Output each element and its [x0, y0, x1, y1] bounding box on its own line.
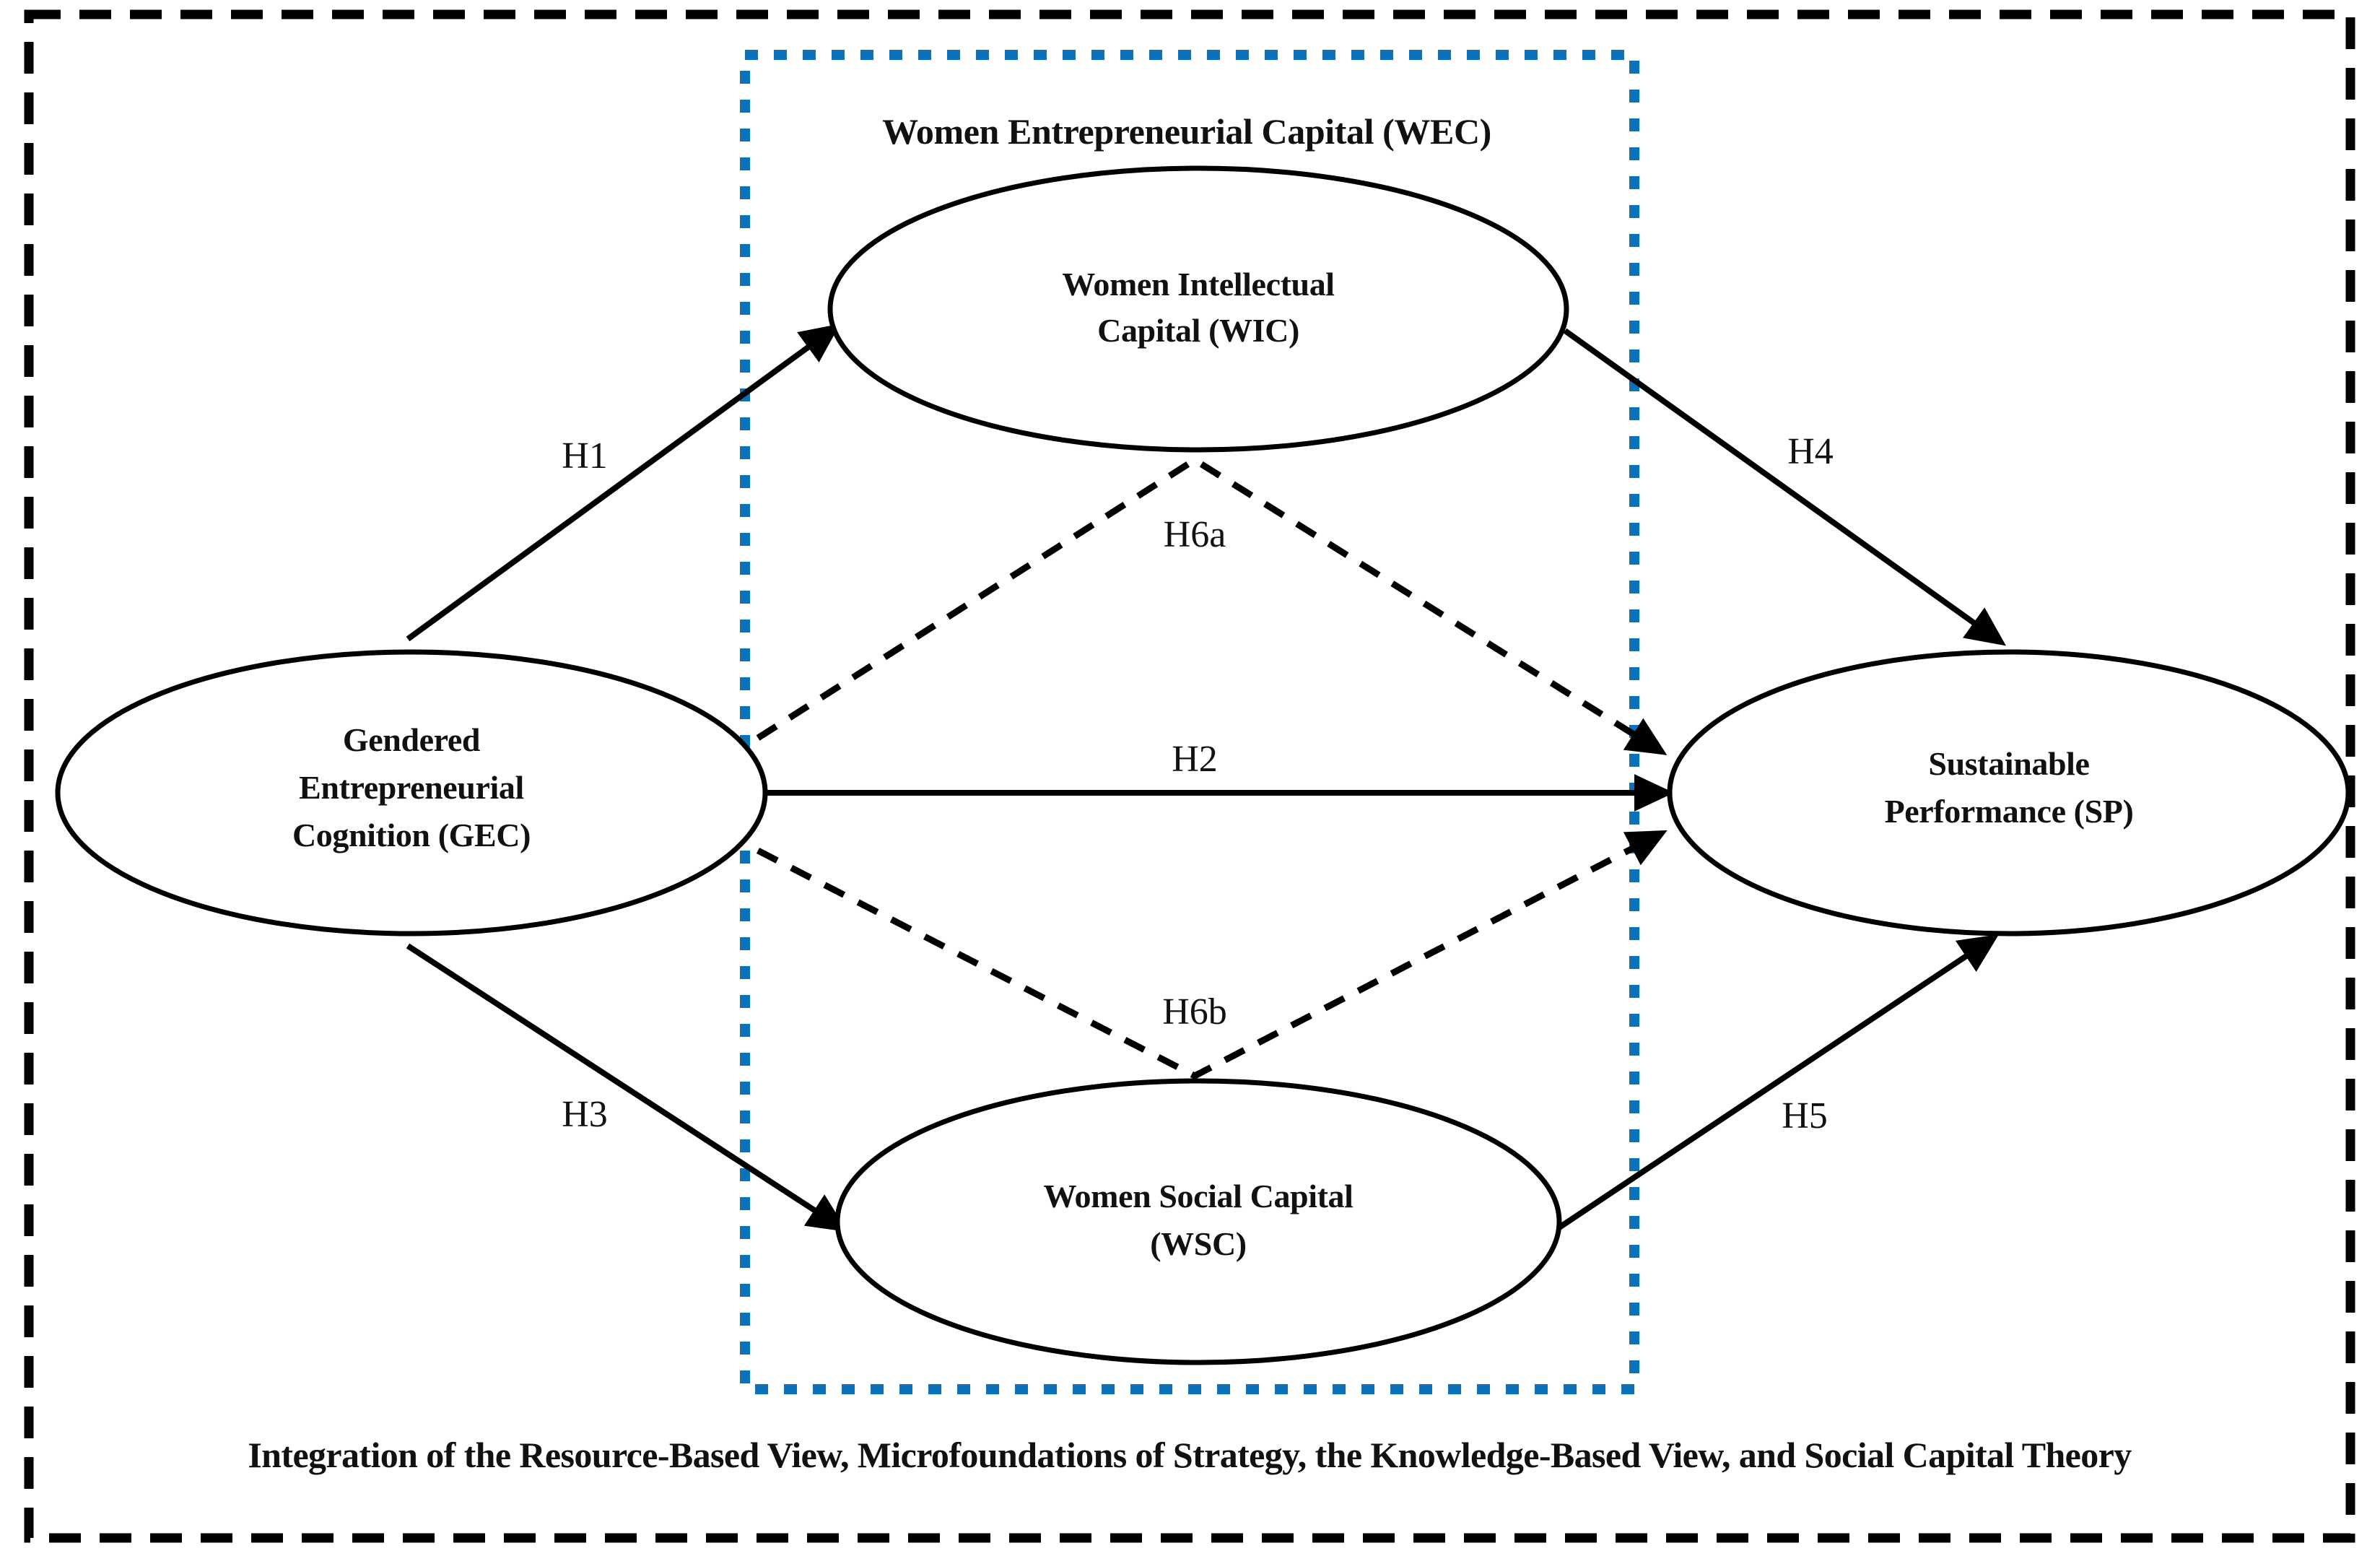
figure-caption: Integration of the Resource-Based View, … — [248, 1435, 2132, 1475]
label-h5: H5 — [1782, 1095, 1828, 1136]
outer-dashed-frame — [24, 9, 2355, 1543]
node-wsc-label-line2: (WSC) — [1150, 1225, 1246, 1262]
node-gec-shape — [55, 649, 768, 936]
node-wic-label-line1: Women Intellectual — [1062, 266, 1334, 303]
node-sp: Sustainable Performance (SP) — [1667, 649, 2351, 936]
node-gec: Gendered Entrepreneurial Cognition (GEC) — [55, 649, 768, 936]
node-sp-label-line1: Sustainable — [1928, 745, 2089, 782]
label-h4: H4 — [1787, 431, 1834, 472]
node-wic: Women Intellectual Capital (WIC) — [827, 165, 1569, 453]
node-gec-label-line1: Gendered — [343, 721, 481, 758]
path-h4 — [1563, 328, 2006, 646]
node-wsc: Women Social Capital (WSC) — [834, 1078, 1562, 1365]
label-h2: H2 — [1172, 739, 1218, 780]
label-h1: H1 — [562, 435, 608, 477]
node-gec-label-line2: Entrepreneurial — [299, 769, 524, 806]
node-wic-label-line2: Capital (WIC) — [1097, 312, 1299, 349]
wec-group-title: Women Entrepreneurial Capital (WEC) — [882, 111, 1491, 152]
label-h6b: H6b — [1162, 991, 1227, 1033]
label-h3: H3 — [562, 1094, 608, 1135]
path-h3 — [406, 943, 848, 1233]
path-h6b — [756, 830, 1668, 1080]
label-h6a: H6a — [1164, 514, 1226, 555]
node-wic-shape — [827, 165, 1569, 453]
path-h5 — [1557, 934, 2000, 1230]
wec-group-box — [740, 50, 1639, 1394]
node-sp-label-line2: Performance (SP) — [1885, 793, 2134, 830]
node-wsc-label-line1: Women Social Capital — [1043, 1178, 1353, 1214]
path-h1 — [406, 323, 840, 642]
node-wsc-shape — [834, 1078, 1562, 1365]
node-gec-label-line3: Cognition (GEC) — [292, 817, 531, 853]
path-h6a — [756, 456, 1668, 755]
node-sp-shape — [1667, 649, 2351, 936]
